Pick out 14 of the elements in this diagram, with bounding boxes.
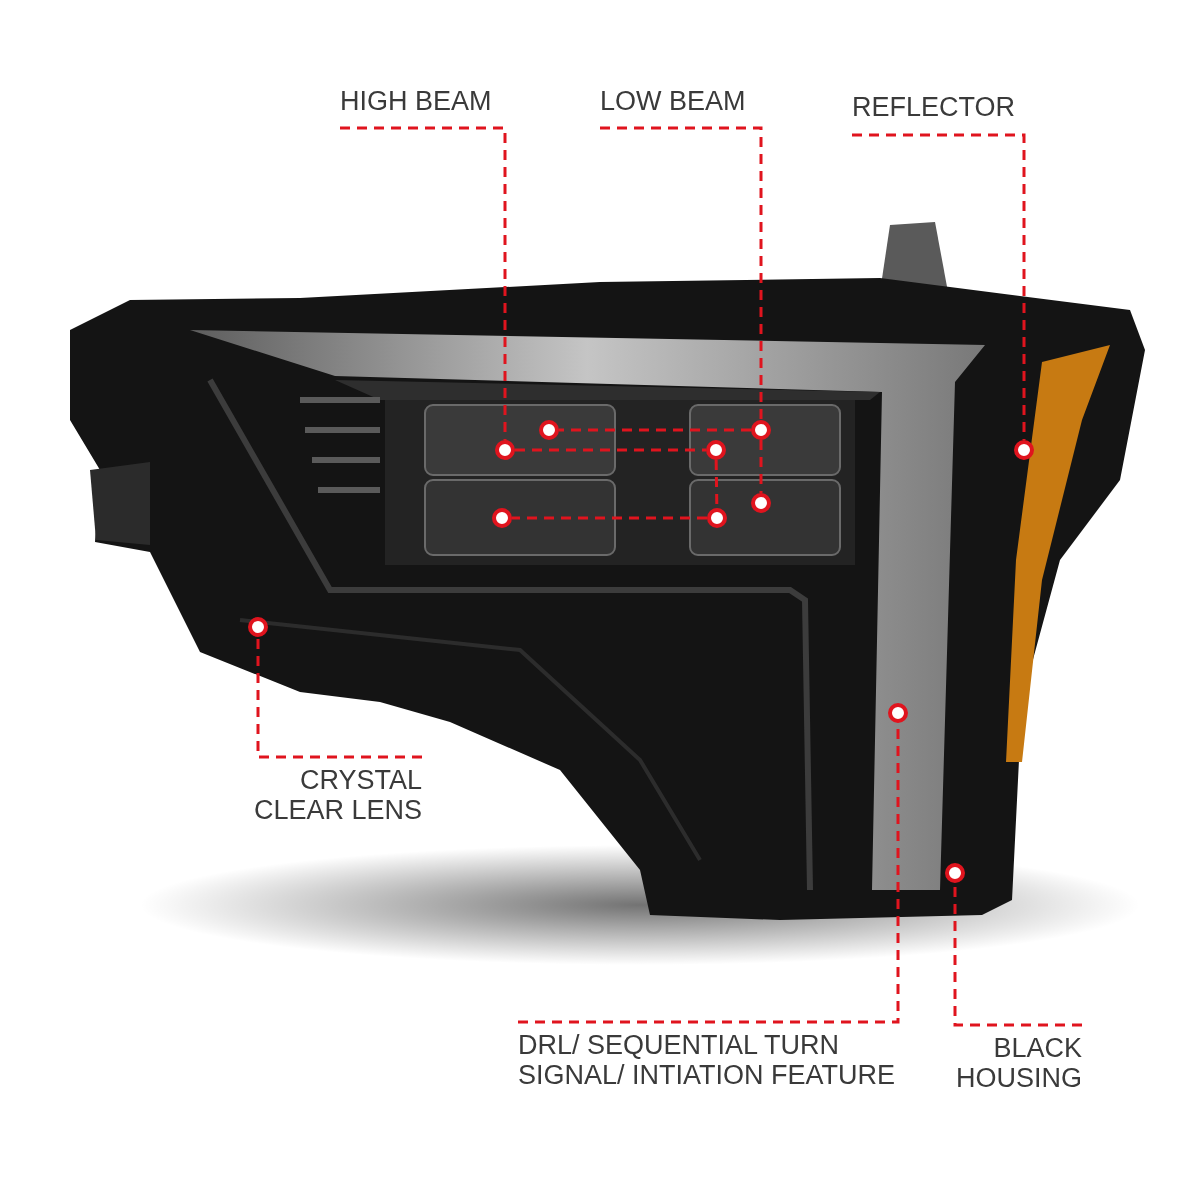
leader-line: [600, 126, 763, 420]
callout-label: CRYSTAL CLEAR LENS: [252, 765, 422, 825]
leader-line: [559, 428, 751, 432]
leader-line: [256, 637, 422, 759]
callout-label: DRL/ SEQUENTIAL TURN SIGNAL/ INTIATION FEATURE: [518, 1030, 897, 1090]
callout-label: REFLECTOR: [852, 92, 1016, 122]
leader-line: [515, 448, 706, 452]
callout-label: BLACK HOUSING: [956, 1033, 1082, 1093]
leader-line: [852, 133, 1026, 440]
callout-label: HIGH BEAM: [340, 86, 492, 116]
leader-line: [512, 516, 707, 520]
leader-line: [340, 126, 507, 440]
callout-label: LOW BEAM: [600, 86, 746, 116]
leader-line: [759, 440, 763, 493]
